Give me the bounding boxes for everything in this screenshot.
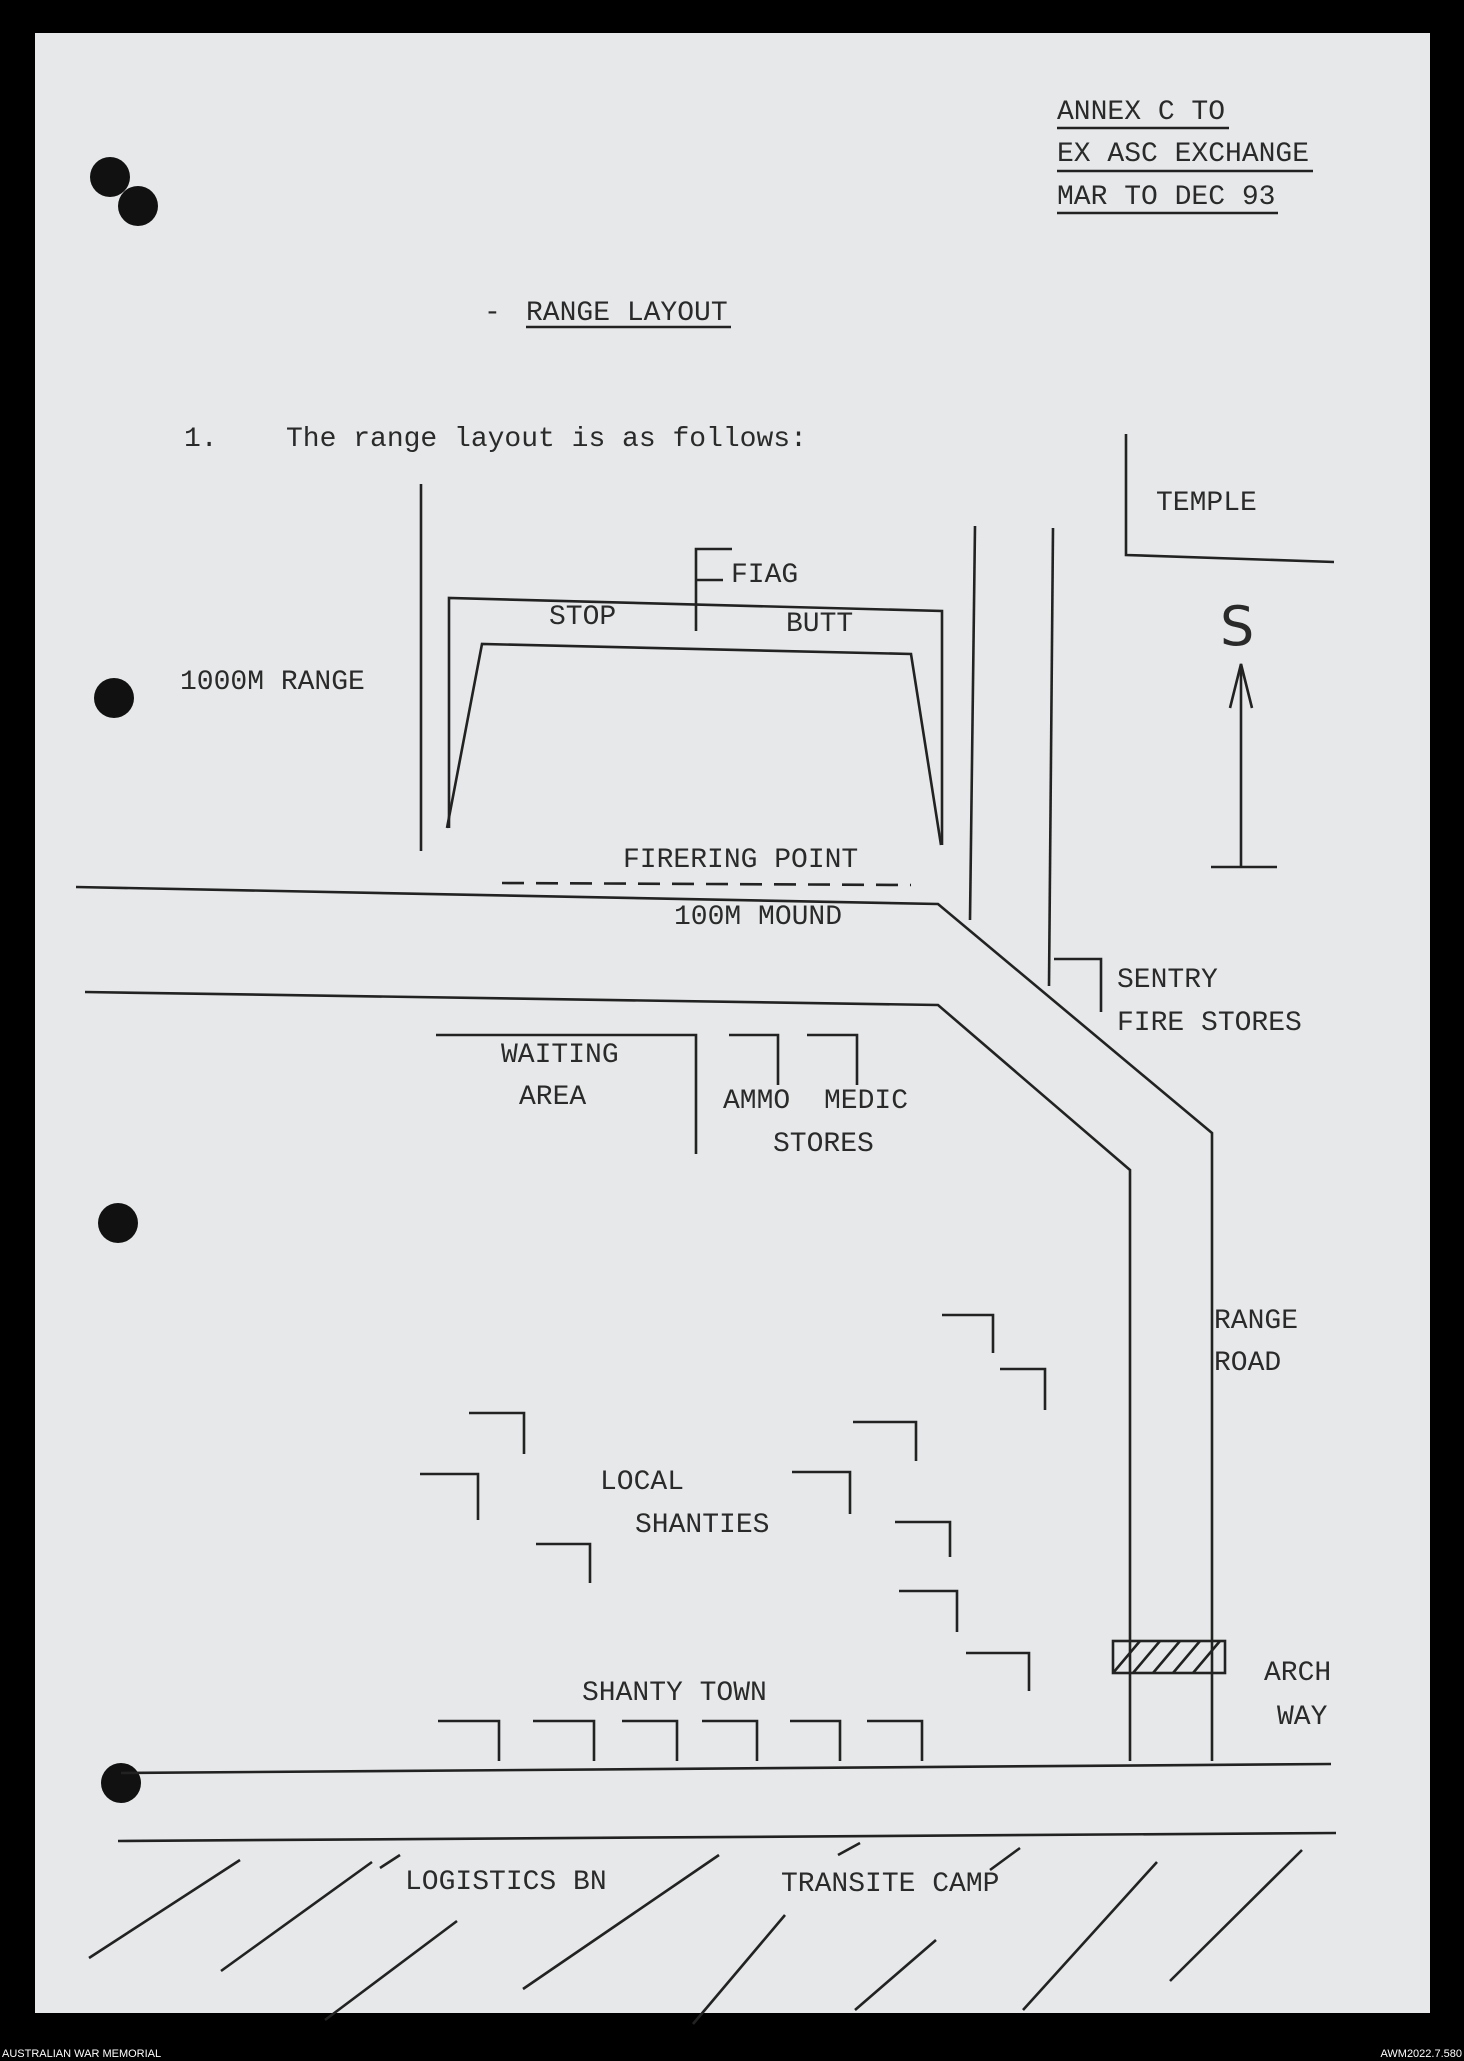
label-arch: ARCH xyxy=(1264,1658,1331,1689)
range-diagram xyxy=(75,434,1337,2025)
label-road: ROAD xyxy=(1214,1348,1281,1379)
title-mark: - xyxy=(484,298,501,329)
annex-header: ANNEX C TO EX ASC EXCHANGE MAR TO DEC 93 xyxy=(1057,97,1313,215)
label-1000m-range: 1000M RANGE xyxy=(180,667,365,698)
label-area: AREA xyxy=(519,1082,586,1113)
label-100m-mound: 100M MOUND xyxy=(674,902,842,933)
label-local: LOCAL xyxy=(600,1467,684,1498)
footer-accession-number: AWM2022.7.580 xyxy=(1380,2048,1462,2060)
label-butt: BUTT xyxy=(786,609,853,640)
label-sentry: SENTRY xyxy=(1117,965,1218,996)
label-way: WAY xyxy=(1277,1702,1328,1733)
label-transite-camp: TRANSITE CAMP xyxy=(781,1869,999,1900)
label-logistics-bn: LOGISTICS BN xyxy=(405,1867,607,1898)
label-range: RANGE xyxy=(1214,1306,1298,1337)
page-title: RANGE LAYOUT xyxy=(526,298,728,329)
label-waiting: WAITING xyxy=(501,1040,619,1071)
label-fire-stores: FIRE STORES xyxy=(1117,1008,1302,1039)
header-line-3: MAR TO DEC 93 xyxy=(1057,182,1275,213)
label-stores: STORES xyxy=(773,1129,874,1160)
label-flag: FIAG xyxy=(731,560,798,591)
map-labels: TEMPLE FIAG STOP BUTT 1000M RANGE S FIRE… xyxy=(180,488,1331,1900)
label-firing-point: FIRERING POINT xyxy=(623,845,858,876)
label-medic: MEDIC xyxy=(824,1086,908,1117)
label-stop: STOP xyxy=(549,602,616,633)
label-shanties: SHANTIES xyxy=(635,1510,769,1541)
label-shanty-town: SHANTY TOWN xyxy=(582,1678,767,1709)
south-indicator: S xyxy=(1220,595,1254,658)
paragraph-text: The range layout is as follows: xyxy=(286,424,807,455)
header-line-1: ANNEX C TO xyxy=(1057,97,1225,128)
footer-institution: AUSTRALIAN WAR MEMORIAL xyxy=(2,2048,161,2060)
label-temple: TEMPLE xyxy=(1156,488,1257,519)
label-ammo: AMMO xyxy=(723,1086,790,1117)
paragraph-number: 1. xyxy=(184,424,218,455)
header-line-2: EX ASC EXCHANGE xyxy=(1057,139,1309,170)
paper-sheet xyxy=(35,33,1430,2013)
